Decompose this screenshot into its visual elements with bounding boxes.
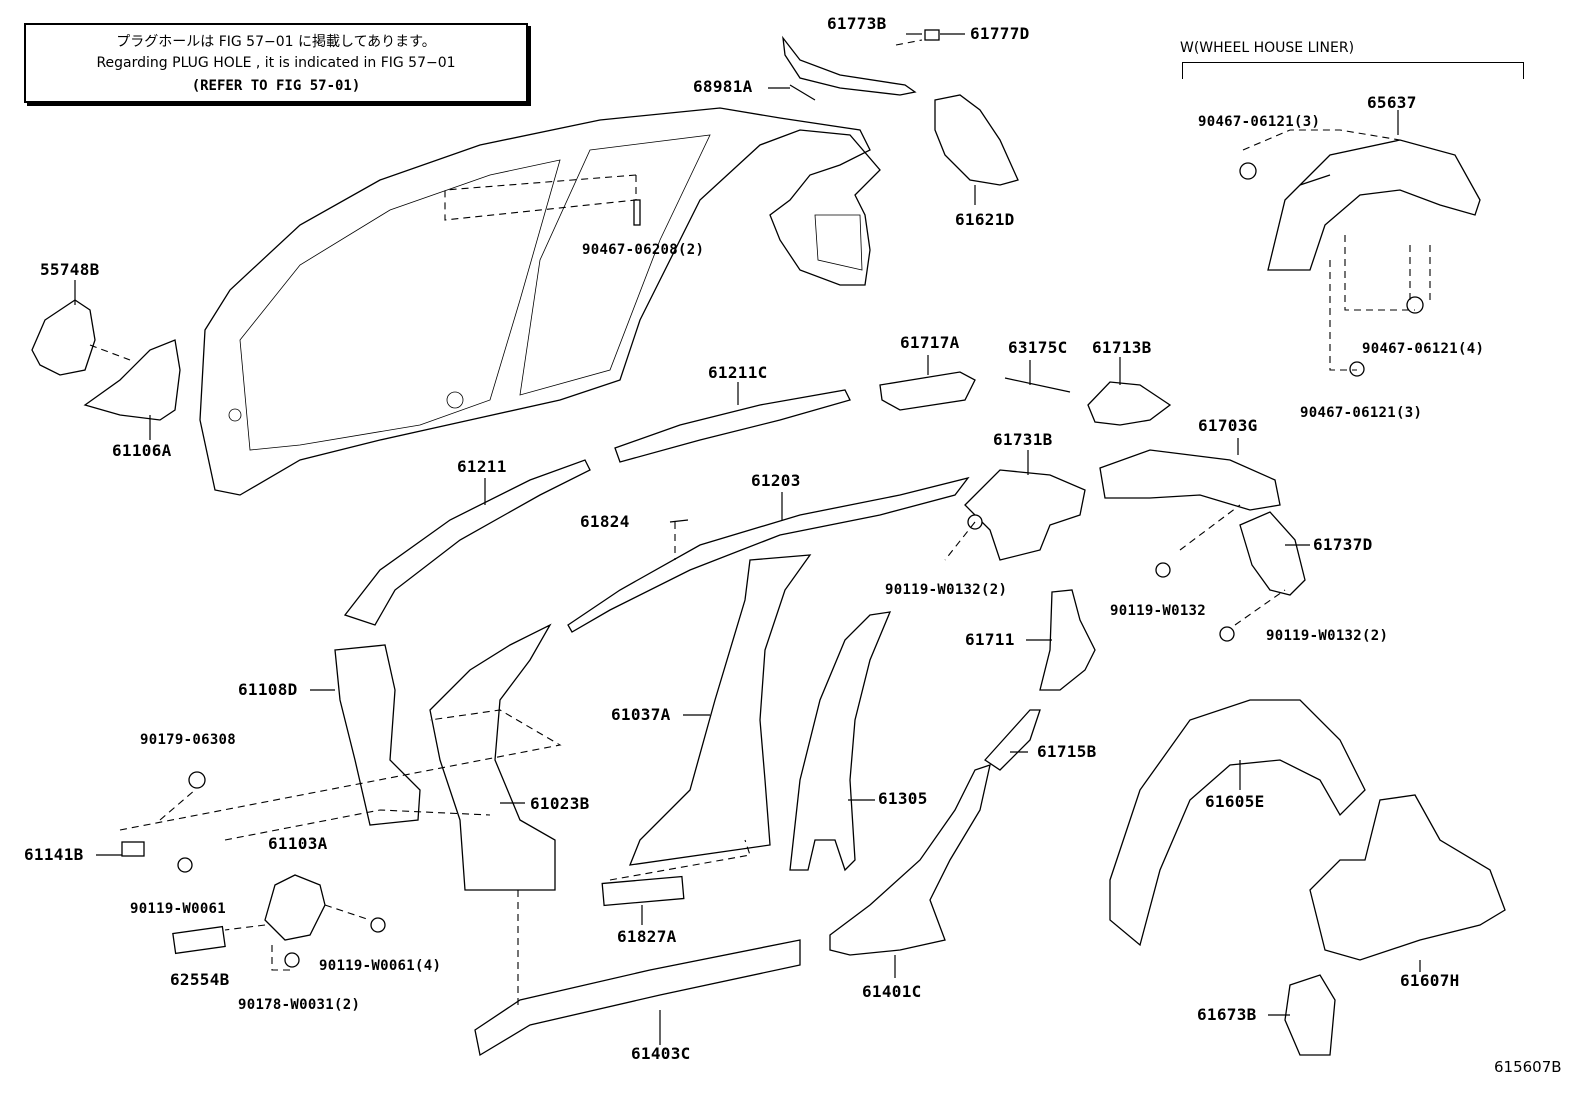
part-61403C-drawing	[474, 939, 801, 1057]
part-label-61211C[interactable]: 61211C	[708, 363, 768, 382]
part-61711-drawing	[1039, 589, 1096, 691]
part-label-90119-W0132-2-b[interactable]: 90119-W0132(2)	[1266, 628, 1389, 644]
part-61401C-drawing	[829, 764, 991, 956]
part-label-61108D[interactable]: 61108D	[238, 680, 298, 699]
part-label-61824[interactable]: 61824	[580, 512, 630, 531]
part-61023B-drawing	[429, 623, 556, 891]
part-61703G-drawing	[1099, 449, 1281, 511]
wheel-house-liner-bracket	[1182, 62, 1524, 79]
side-outer-panel-drawing	[199, 107, 881, 496]
part-label-61103A[interactable]: 61103A	[268, 834, 328, 853]
part-label-61211[interactable]: 61211	[457, 457, 507, 476]
part-label-90119-W0132[interactable]: 90119-W0132	[1110, 603, 1207, 619]
part-label-63175C[interactable]: 63175C	[1008, 338, 1068, 357]
notice-japanese: プラグホールは FIG 57−01 に掲載してあります。	[116, 34, 436, 50]
part-55748B-drawing	[31, 299, 96, 376]
part-label-61737D[interactable]: 61737D	[1313, 535, 1373, 554]
part-label-90467-06208[interactable]: 90467-06208(2)	[582, 242, 705, 258]
part-label-61715B[interactable]: 61715B	[1037, 742, 1097, 761]
part-label-61403C[interactable]: 61403C	[631, 1044, 691, 1063]
fastener-drawings	[177, 162, 1424, 968]
plug-hole-notice: プラグホールは FIG 57−01 に掲載してあります。 Regarding P…	[24, 23, 528, 103]
part-61715B-drawing	[984, 709, 1041, 771]
part-61103A-drawing	[264, 874, 326, 941]
part-61605E-drawing	[1109, 699, 1366, 947]
part-label-90178-W0031[interactable]: 90178-W0031(2)	[238, 997, 361, 1013]
part-61141B-drawing	[121, 841, 145, 857]
part-label-61106A[interactable]: 61106A	[112, 441, 172, 460]
part-label-61203[interactable]: 61203	[751, 471, 801, 490]
part-61607H-drawing	[1309, 794, 1506, 961]
figure-id: 615607B	[1494, 1058, 1562, 1076]
part-label-90467-06121-3-a[interactable]: 90467-06121(3)	[1198, 114, 1321, 130]
part-label-90119-W0061-4[interactable]: 90119-W0061(4)	[319, 958, 442, 974]
part-label-61711[interactable]: 61711	[965, 630, 1015, 649]
part-label-61713B[interactable]: 61713B	[1092, 338, 1152, 357]
part-label-90119-W0061[interactable]: 90119-W0061	[130, 901, 227, 917]
part-62554B-drawing	[172, 925, 226, 955]
part-label-61621D[interactable]: 61621D	[955, 210, 1015, 229]
part-61211-drawing	[343, 459, 591, 626]
part-61717A-drawing	[879, 371, 976, 411]
part-label-65637[interactable]: 65637	[1367, 93, 1417, 112]
part-label-61305[interactable]: 61305	[878, 789, 928, 808]
part-61737D-drawing	[1239, 511, 1306, 596]
part-label-61673B[interactable]: 61673B	[1197, 1005, 1257, 1024]
part-label-61037A[interactable]: 61037A	[611, 705, 671, 724]
part-label-61141B[interactable]: 61141B	[24, 845, 84, 864]
notice-english: Regarding PLUG HOLE , it is indicated in…	[96, 55, 456, 71]
part-61108D-drawing	[334, 644, 421, 826]
part-label-61731B[interactable]: 61731B	[993, 430, 1053, 449]
part-61777D-drawing	[924, 29, 940, 41]
part-61773B-drawing	[782, 35, 917, 96]
part-label-55748B[interactable]: 55748B	[40, 260, 100, 279]
part-label-61401C[interactable]: 61401C	[862, 982, 922, 1001]
part-68981A-drawing	[789, 84, 816, 101]
part-61673B-drawing	[1284, 974, 1336, 1056]
part-label-62554B[interactable]: 62554B	[170, 970, 230, 989]
part-61106A-drawing	[83, 339, 181, 421]
part-label-61827A[interactable]: 61827A	[617, 927, 677, 946]
part-label-61607H[interactable]: 61607H	[1400, 971, 1460, 990]
part-61037A-drawing	[628, 554, 812, 866]
part-label-68981A[interactable]: 68981A	[693, 77, 753, 96]
part-label-90179-06308[interactable]: 90179-06308	[140, 732, 237, 748]
part-61203-drawing	[567, 476, 970, 633]
part-61621D-drawing	[934, 94, 1019, 186]
hidden-dashed-lines	[89, 39, 1431, 1010]
part-label-61777D[interactable]: 61777D	[970, 24, 1030, 43]
part-63175C-drawing	[1004, 377, 1071, 393]
part-label-61773B[interactable]: 61773B	[827, 14, 887, 33]
part-61827A-drawing	[601, 875, 685, 907]
part-61305-drawing	[789, 611, 892, 872]
part-label-61717A[interactable]: 61717A	[900, 333, 960, 352]
part-61713B-drawing	[1087, 381, 1172, 426]
part-label-90467-06121-4[interactable]: 90467-06121(4)	[1362, 341, 1485, 357]
part-label-61605E[interactable]: 61605E	[1205, 792, 1265, 811]
leader-lines	[74, 33, 1421, 1045]
wheel-house-liner-group-title: W(WHEEL HOUSE LINER)	[1180, 40, 1355, 56]
part-label-61703G[interactable]: 61703G	[1198, 416, 1258, 435]
part-61731B-drawing	[964, 469, 1086, 561]
part-61211C-drawing	[614, 389, 851, 463]
part-label-90119-W0132-2-a[interactable]: 90119-W0132(2)	[885, 582, 1008, 598]
notice-reference: (REFER TO FIG 57-01)	[191, 78, 361, 94]
part-label-90467-06121-3-b[interactable]: 90467-06121(3)	[1300, 405, 1423, 421]
part-65637-drawing	[1267, 139, 1481, 271]
part-label-61023B[interactable]: 61023B	[530, 794, 590, 813]
